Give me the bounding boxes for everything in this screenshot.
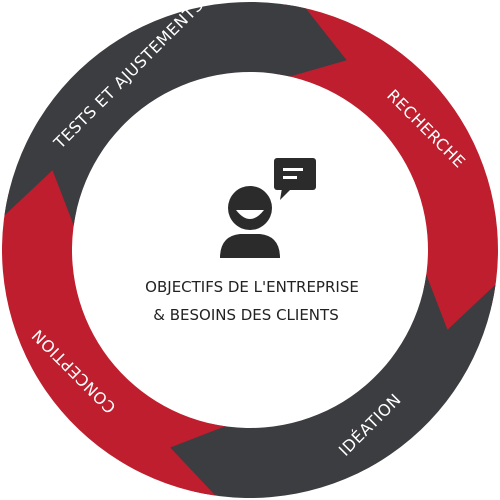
person-speech-bubble-icon xyxy=(220,158,316,258)
cycle-arrow-ideation xyxy=(153,274,496,498)
cycle-arrow-tests-et-ajustements xyxy=(4,2,347,226)
cycle-arrow-recherche xyxy=(274,4,498,347)
center-text-line-2: & BESOINS DES CLIENTS xyxy=(153,306,338,324)
center-text-line-1: OBJECTIFS DE L'ENTREPRISE xyxy=(145,278,359,296)
cycle-arrow-conception xyxy=(2,153,226,496)
